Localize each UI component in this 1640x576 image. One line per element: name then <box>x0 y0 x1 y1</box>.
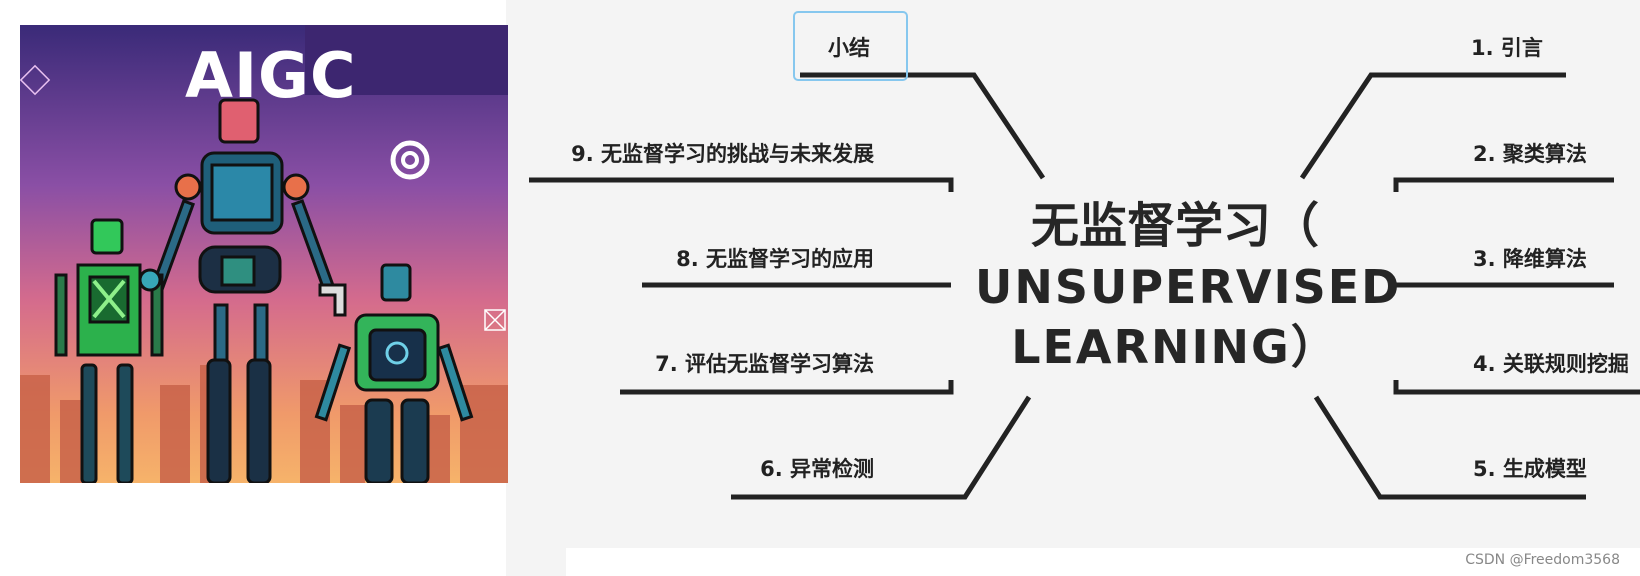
canvas-edge <box>506 548 566 576</box>
central-topic-line3: LEARNING） <box>1011 320 1339 374</box>
connector-7 <box>620 380 954 395</box>
connector-1 <box>1299 72 1566 180</box>
branch-introduction[interactable]: 1. 引言 <box>1471 36 1543 60</box>
branch-evaluation[interactable]: 7. 评估无监督学习算法 <box>655 352 874 376</box>
connector-summary <box>800 72 1046 180</box>
aigc-logo: AIGC <box>185 39 357 112</box>
central-topic-line1: 无监督学习（ <box>1030 198 1319 254</box>
branch-anomaly-detection[interactable]: 6. 异常检测 <box>760 457 874 481</box>
branch-dimensionality-reduction[interactable]: 3. 降维算法 <box>1473 247 1587 271</box>
connector-4 <box>1393 380 1640 395</box>
branch-association-rules[interactable]: 4. 关联规则挖掘 <box>1473 352 1629 376</box>
connector-2 <box>1393 177 1614 192</box>
branch-summary[interactable]: 小结 <box>828 36 870 60</box>
connector-9 <box>529 177 954 192</box>
central-topic-line2: UNSUPERVISED <box>975 260 1402 314</box>
branch-applications[interactable]: 8. 无监督学习的应用 <box>676 247 874 271</box>
branch-generative-models[interactable]: 5. 生成模型 <box>1473 457 1587 481</box>
selected-node-highlight[interactable] <box>793 11 908 81</box>
robot-illustration: AIGC <box>20 25 508 483</box>
watermark: CSDN @Freedom3568 <box>1465 552 1620 568</box>
central-topic[interactable]: 无监督学习（ UNSUPERVISED LEARNING） <box>975 195 1402 377</box>
branch-clustering[interactable]: 2. 聚类算法 <box>1473 142 1587 166</box>
connector-5 <box>1313 395 1586 500</box>
mindmap-canvas <box>506 0 1640 548</box>
branch-challenges-future[interactable]: 9. 无监督学习的挑战与未来发展 <box>571 142 874 166</box>
connector-6 <box>731 395 1032 500</box>
